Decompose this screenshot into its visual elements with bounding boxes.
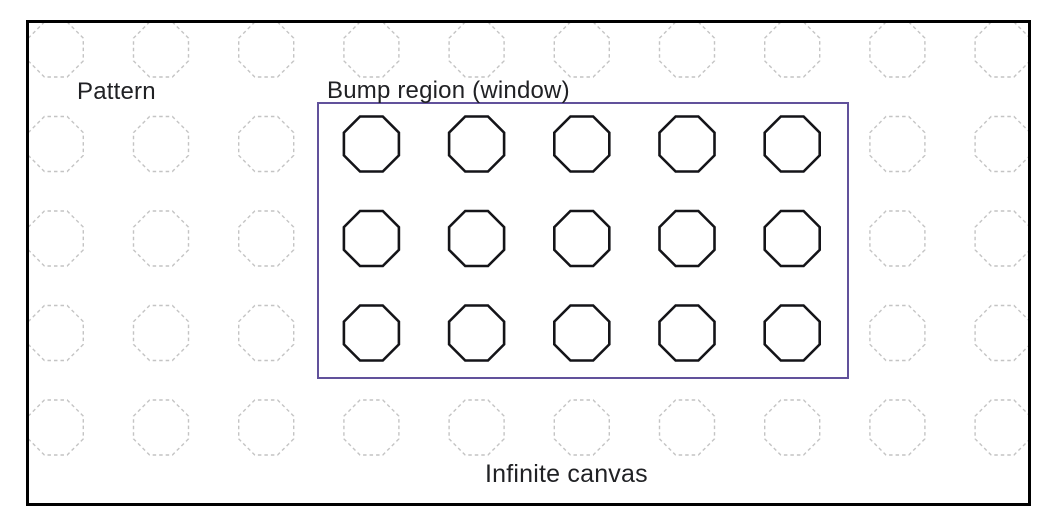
bump-octagon [447,115,506,173]
pattern-octagon [132,23,190,78]
pattern-octagon [29,23,85,78]
pattern-octagon [658,399,716,456]
bump-octagon [658,209,716,268]
pattern-octagon [658,23,716,78]
pattern-octagon [343,399,400,456]
bump-octagon [763,304,822,362]
pattern-octagon [869,304,926,362]
pattern-octagon [237,210,295,267]
pattern-octagon [974,210,1028,267]
bump-octagon [763,115,822,173]
bump-region-window [317,102,849,379]
bump-octagon [342,304,401,362]
bump-octagon [447,304,506,362]
bump-octagon [552,115,611,173]
bump-octagon [658,304,716,362]
bump-octagon [658,115,716,173]
pattern-octagon [974,304,1028,362]
octagon-pattern [29,23,1028,456]
bump-region-label: Bump region (window) [327,77,570,104]
pattern-octagon [869,23,926,78]
pattern-octagon [29,210,85,267]
pattern-octagon [869,210,926,267]
pattern-octagon [764,23,821,78]
bump-octagon [552,304,611,362]
pattern-octagon [974,115,1028,173]
pattern-octagon [237,304,295,362]
infinite-canvas-label: Infinite canvas [485,460,648,488]
pattern-octagon [764,399,821,456]
bump-octagon [342,209,401,268]
pattern-octagon [448,399,505,456]
bump-octagon [763,209,822,268]
pattern-octagon [29,399,85,456]
pattern-octagon [132,115,190,173]
pattern-octagon [237,399,295,456]
pattern-octagon [448,23,505,78]
bump-octagon [342,115,401,173]
pattern-octagon [869,399,926,456]
infinite-canvas-frame [26,20,1031,506]
pattern-octagon [132,399,190,456]
pattern-octagon [29,115,85,173]
pattern-octagon [237,115,295,173]
pattern-octagon [343,23,400,78]
pattern-label: Pattern [77,78,156,105]
bump-octagon [447,209,506,268]
pattern-octagon [974,23,1028,78]
pattern-octagon [132,210,190,267]
bump-octagon [552,209,611,268]
pattern-octagon [237,23,295,78]
pattern-octagon [132,304,190,362]
pattern-octagon [553,399,610,456]
pattern-octagon [29,304,85,362]
pattern-octagon [553,23,610,78]
pattern-octagon [869,115,926,173]
pattern-octagon [974,399,1028,456]
